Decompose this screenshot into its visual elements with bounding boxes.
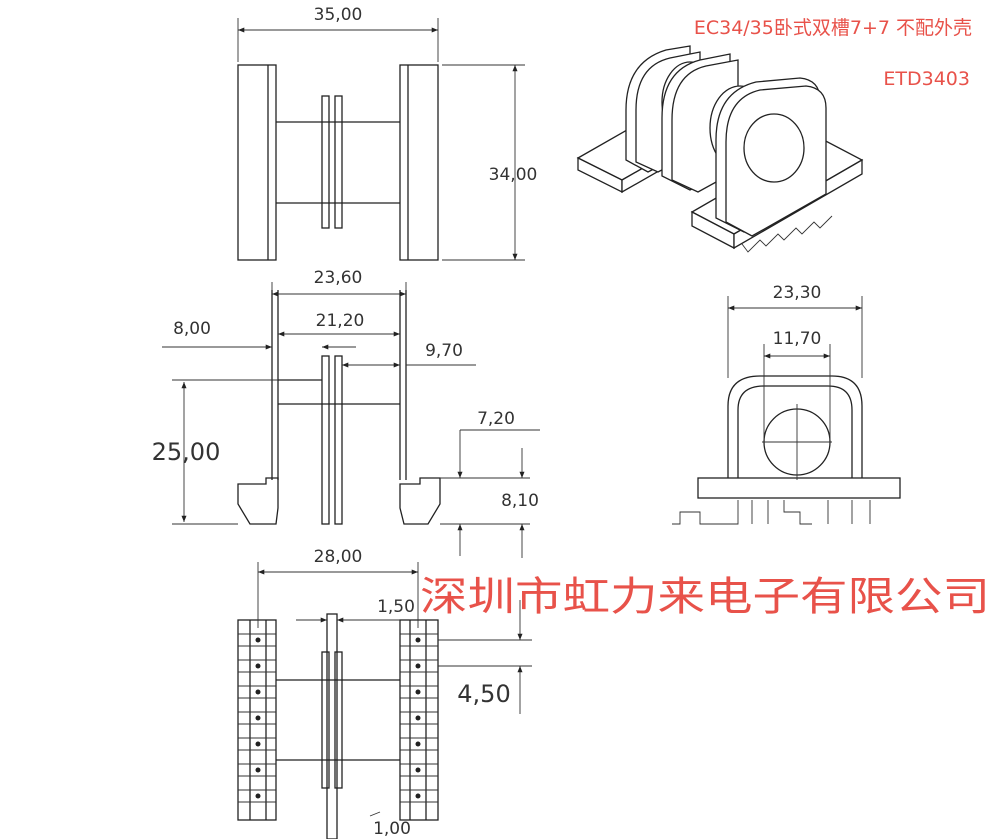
dim-side-height: 25,00 xyxy=(152,438,221,466)
company-name: 深圳市虹力来电子有限公司 xyxy=(420,574,990,620)
product-title: EC34/35卧式双槽7+7 不配外壳 xyxy=(694,17,972,39)
model-number: ETD3403 xyxy=(883,68,970,90)
bottom-view xyxy=(237,562,532,839)
side-view xyxy=(162,282,540,558)
isometric-view xyxy=(576,45,864,253)
dim-pin-dia: 1,00 xyxy=(373,819,411,839)
dim-side-left: 8,00 xyxy=(173,319,211,339)
top-view xyxy=(237,18,525,261)
dim-slot-top: 7,20 xyxy=(477,409,515,429)
end-view xyxy=(672,296,901,525)
dim-bottom-flange: 1,50 xyxy=(377,597,415,617)
dim-pin-pitch: 4,50 xyxy=(457,680,510,708)
dim-end-hole: 11,70 xyxy=(773,329,822,349)
dim-top-height: 34,00 xyxy=(489,165,538,185)
dim-side-right: 9,70 xyxy=(425,341,463,361)
dim-bottom-width: 28,00 xyxy=(314,547,363,567)
dim-slot-bottom: 8,10 xyxy=(501,491,539,511)
dim-end-width: 23,30 xyxy=(773,283,822,303)
dim-top-width: 35,00 xyxy=(314,5,363,25)
dim-side-overall: 23,60 xyxy=(314,268,363,288)
dim-side-inner: 21,20 xyxy=(316,311,365,331)
